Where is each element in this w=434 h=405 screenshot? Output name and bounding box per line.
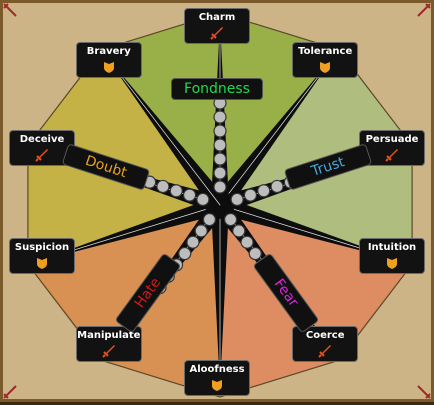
corner-ornament-icon (417, 385, 431, 399)
bead-marker (214, 167, 226, 179)
bead-marker (195, 225, 207, 237)
option-charm[interactable]: Charm (184, 8, 250, 44)
bead-marker (197, 193, 209, 205)
bead-marker (271, 180, 283, 192)
shield-icon (210, 378, 224, 392)
bead-marker (225, 214, 237, 226)
option-label: Suspicion (10, 242, 74, 253)
option-intuition[interactable]: Intuition (359, 238, 425, 274)
bead-marker (157, 180, 169, 192)
bead-marker (214, 139, 226, 151)
bead-marker (214, 125, 226, 137)
bead-marker (203, 214, 215, 226)
bead-marker (214, 153, 226, 165)
corner-ornament-icon (3, 385, 17, 399)
sword-icon (210, 26, 224, 40)
shield-icon (35, 256, 49, 270)
option-label: Intuition (360, 242, 424, 253)
emotion-label-fondness: Fondness (171, 78, 263, 100)
shield-icon (318, 60, 332, 74)
bead-marker (233, 225, 245, 237)
bead-marker (214, 181, 226, 193)
sword-icon (318, 344, 332, 358)
corner-ornament-icon (417, 3, 431, 17)
option-tolerance[interactable]: Tolerance (292, 42, 358, 78)
option-label: Persuade (360, 134, 424, 145)
emotion-wheel (3, 3, 434, 405)
option-label: Bravery (77, 46, 141, 57)
bead-marker (231, 193, 243, 205)
option-bravery[interactable]: Bravery (76, 42, 142, 78)
shield-icon (385, 256, 399, 270)
option-label: Deceive (10, 134, 74, 145)
bead-marker (179, 248, 191, 260)
bead-marker (214, 111, 226, 123)
sword-icon (35, 148, 49, 162)
option-suspicion[interactable]: Suspicion (9, 238, 75, 274)
option-label: Tolerance (293, 46, 357, 57)
shield-icon (102, 60, 116, 74)
corner-ornament-icon (3, 3, 17, 17)
sword-icon (102, 344, 116, 358)
bead-marker (170, 185, 182, 197)
sword-icon (385, 148, 399, 162)
option-aloofness[interactable]: Aloofness (184, 360, 250, 396)
bead-marker (187, 236, 199, 248)
bead-marker (244, 189, 256, 201)
bead-marker (184, 189, 196, 201)
bead-marker (258, 185, 270, 197)
option-label: Aloofness (185, 364, 249, 375)
option-label: Charm (185, 12, 249, 23)
bead-marker (241, 236, 253, 248)
bead-marker (249, 248, 261, 260)
